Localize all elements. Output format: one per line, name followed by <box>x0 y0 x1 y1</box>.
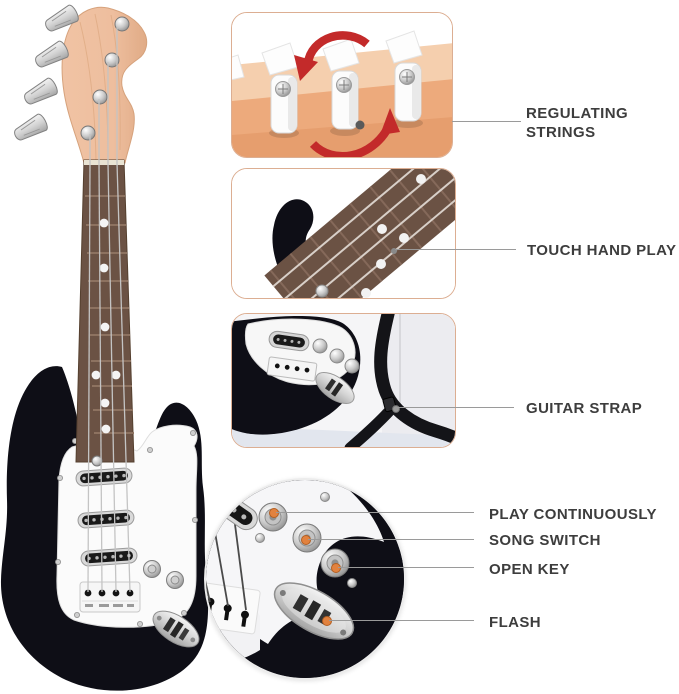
feature-label-regulating-strings: REGULATING STRINGS <box>526 105 629 141</box>
pickup-2 <box>77 509 135 529</box>
callout-line <box>329 620 474 622</box>
detail-inset-regulating-strings <box>231 12 453 158</box>
detail-inset-touch-hand-play <box>231 168 456 299</box>
bridge <box>79 581 141 613</box>
guitar-photo <box>0 4 209 691</box>
pickup-1 <box>75 467 133 487</box>
feature-label-guitar-strap: GUITAR STRAP <box>526 400 643 417</box>
callout-line <box>338 567 474 569</box>
fret-dots <box>361 174 426 298</box>
jack-plate-side <box>315 371 355 405</box>
nut <box>84 160 124 165</box>
feature-label-flash: FLASH <box>489 614 541 631</box>
rotation-arrows-icon <box>294 31 400 157</box>
string-post-ball <box>355 120 365 130</box>
knobs-side <box>312 338 360 374</box>
regulating-strings-photo <box>232 13 452 157</box>
tuning-peg-center <box>330 70 360 136</box>
callout-line <box>452 121 521 123</box>
feature-label-open-key: OPEN KEY <box>489 561 570 578</box>
volume-knobs <box>143 560 184 589</box>
bridge-side <box>266 356 318 382</box>
touch-hand-play-photo <box>232 169 455 298</box>
feature-label-play-continuously: PLAY CONTINUOUSLY <box>489 506 657 523</box>
callout-line <box>396 407 514 409</box>
callout-line <box>308 539 474 541</box>
tuning-key-4 <box>14 113 48 141</box>
feature-label-song-switch: SONG SWITCH <box>489 532 601 549</box>
string-posts <box>80 16 130 141</box>
detail-inset-guitar-strap <box>231 313 456 448</box>
detail-inset-controls <box>204 478 406 680</box>
pickup-3 <box>80 547 138 567</box>
tuning-peg-left <box>269 74 299 138</box>
tuning-peg-right <box>393 62 423 128</box>
jack-plate-zoom <box>273 582 355 640</box>
controls-zoom-photo <box>206 480 404 678</box>
neck-screw <box>91 455 103 467</box>
strings <box>87 27 131 593</box>
fret-dots <box>91 218 121 434</box>
pickup-side <box>268 330 310 352</box>
headstock <box>61 6 148 164</box>
callout-line <box>276 512 474 514</box>
tuning-key-1 <box>45 4 79 32</box>
tuning-key-3 <box>24 77 58 105</box>
callout-line <box>395 249 516 251</box>
tuning-key-2 <box>35 40 69 68</box>
rear-key-tops <box>232 30 423 81</box>
feature-label-touch-hand-play: TOUCH HAND PLAY <box>527 242 677 259</box>
jack-plate <box>152 610 200 648</box>
horn-screw <box>315 284 329 298</box>
fretboard-diagonal <box>264 169 455 298</box>
guitar-strap-photo <box>232 314 455 447</box>
